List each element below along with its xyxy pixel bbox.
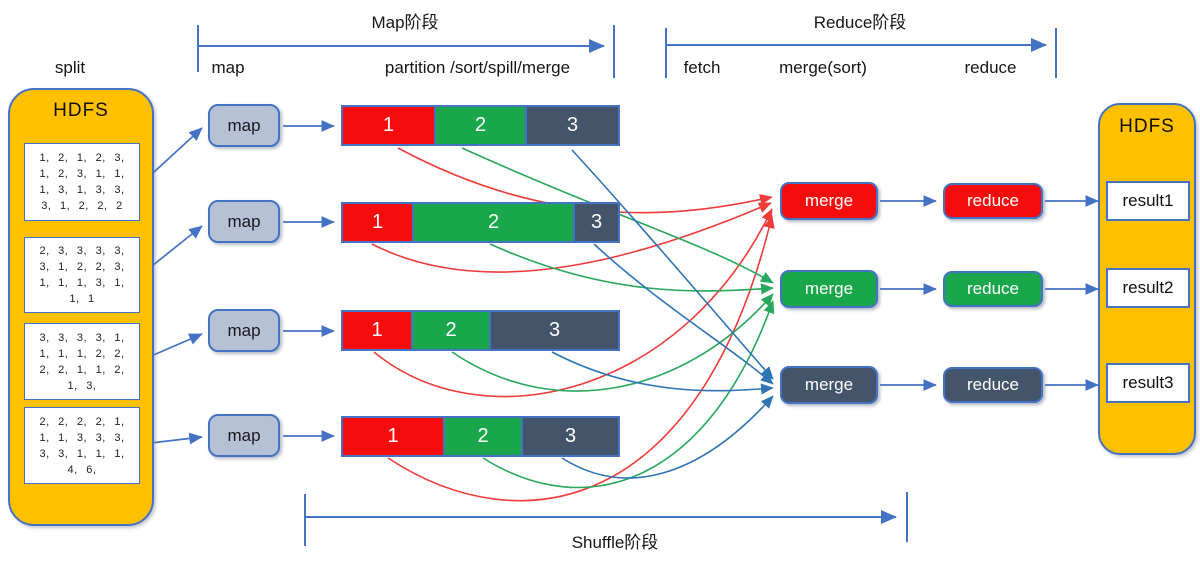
- reduce-phase-title: Reduce阶段: [813, 13, 907, 32]
- result-box-1: result1: [1106, 181, 1190, 221]
- split-block-1: 1, 2, 1, 2, 3, 1, 2, 3, 1, 1, 1, 3, 1, 3…: [24, 143, 140, 221]
- reduce-node-red: reduce: [943, 183, 1043, 219]
- merge-node-red: merge: [780, 182, 878, 220]
- partition-segment-green: 2: [443, 418, 521, 455]
- partition-segment-green: 2: [412, 204, 573, 241]
- map-step-label: map: [211, 58, 245, 77]
- split-line: 2, 2, 1, 1, 2,: [39, 363, 125, 376]
- split-block-2: 2, 3, 3, 3, 3, 3, 1, 2, 2, 3, 1, 1, 1, 3…: [24, 237, 140, 313]
- map-phase-bracket: [197, 25, 615, 78]
- split-line: 1, 1, 3, 3, 3,: [39, 431, 125, 444]
- map-task-3: map: [208, 309, 280, 352]
- split-line: 1, 1, 1, 3, 1,: [39, 277, 125, 289]
- partition-bar-1: 1 2 3: [341, 105, 620, 146]
- fetch-step-label: fetch: [683, 58, 721, 77]
- split-line: 2, 3, 3, 3, 3,: [39, 245, 125, 257]
- split-line: 1, 3, 1, 3, 3,: [39, 184, 125, 196]
- split-line: 4, 6,: [67, 463, 97, 476]
- merge-sort-step-label: merge(sort): [779, 58, 867, 77]
- map-task-2: map: [208, 200, 280, 243]
- split-line: 1, 1, 1, 2, 2,: [39, 347, 125, 360]
- partition-segment-dark: 3: [525, 107, 618, 144]
- split-line: 2, 2, 2, 2, 1,: [39, 415, 125, 428]
- hdfs-output-title: HDFS: [1119, 116, 1175, 137]
- reduce-step-label: reduce: [964, 58, 1017, 77]
- split-block-3: 3, 3, 3, 3, 1, 1, 1, 1, 2, 2, 2, 2, 1, 1…: [24, 323, 140, 400]
- merge-node-green: merge: [780, 270, 878, 308]
- result-box-3: result3: [1106, 363, 1190, 403]
- partition-segment-red: 1: [343, 312, 411, 349]
- split-line: 3, 3, 1, 1, 1,: [39, 447, 125, 460]
- partition-segment-red: 1: [343, 204, 412, 241]
- reduce-node-dark: reduce: [943, 367, 1043, 403]
- map-task-1: map: [208, 104, 280, 147]
- split-line: 1, 2, 1, 2, 3,: [39, 152, 125, 164]
- reduce-node-green: reduce: [943, 271, 1043, 307]
- split-line: 3, 1, 2, 2, 2: [41, 200, 123, 212]
- hdfs-input-title: HDFS: [53, 100, 109, 121]
- partition-segment-dark: 3: [521, 418, 618, 455]
- reduce-to-result-arrows: [1045, 195, 1099, 391]
- split-line: 1, 3,: [67, 379, 97, 392]
- partition-segment-dark: 3: [573, 204, 618, 241]
- split-line: 1, 2, 3, 1, 1,: [39, 168, 125, 180]
- shuffle-curves-red: [371, 147, 775, 502]
- split-line: 1, 1: [69, 293, 95, 305]
- partition-bar-2: 1 2 3: [341, 202, 620, 243]
- split-block-4: 2, 2, 2, 2, 1, 1, 1, 3, 3, 3, 3, 3, 1, 1…: [24, 407, 140, 484]
- map-to-partition-arrows: [283, 120, 335, 442]
- shuffle-curves-green: [451, 147, 775, 489]
- shuffle-phase-bracket: [304, 492, 908, 546]
- split-column-label: split: [54, 58, 86, 77]
- split-line: 3, 1, 2, 2, 3,: [39, 261, 125, 273]
- partition-segment-red: 1: [343, 418, 443, 455]
- reduce-phase-bracket: [665, 28, 1057, 78]
- split-line: 3, 3, 3, 3, 1,: [39, 331, 125, 344]
- partition-segment-green: 2: [411, 312, 489, 349]
- partition-segment-dark: 3: [489, 312, 618, 349]
- partition-segment-green: 2: [434, 107, 525, 144]
- merge-to-reduce-arrows: [880, 195, 937, 391]
- partition-bar-3: 1 2 3: [341, 310, 620, 351]
- shuffle-phase-title: Shuffle阶段: [571, 533, 659, 552]
- merge-node-dark: merge: [780, 366, 878, 404]
- shuffle-curves-blue: [551, 149, 774, 479]
- partition-segment-red: 1: [343, 107, 434, 144]
- result-box-2: result2: [1106, 268, 1190, 308]
- partition-step-label: partition /sort/spill/merge: [384, 58, 571, 77]
- map-task-4: map: [208, 414, 280, 457]
- map-phase-title: Map阶段: [371, 13, 439, 32]
- partition-bar-4: 1 2 3: [341, 416, 620, 457]
